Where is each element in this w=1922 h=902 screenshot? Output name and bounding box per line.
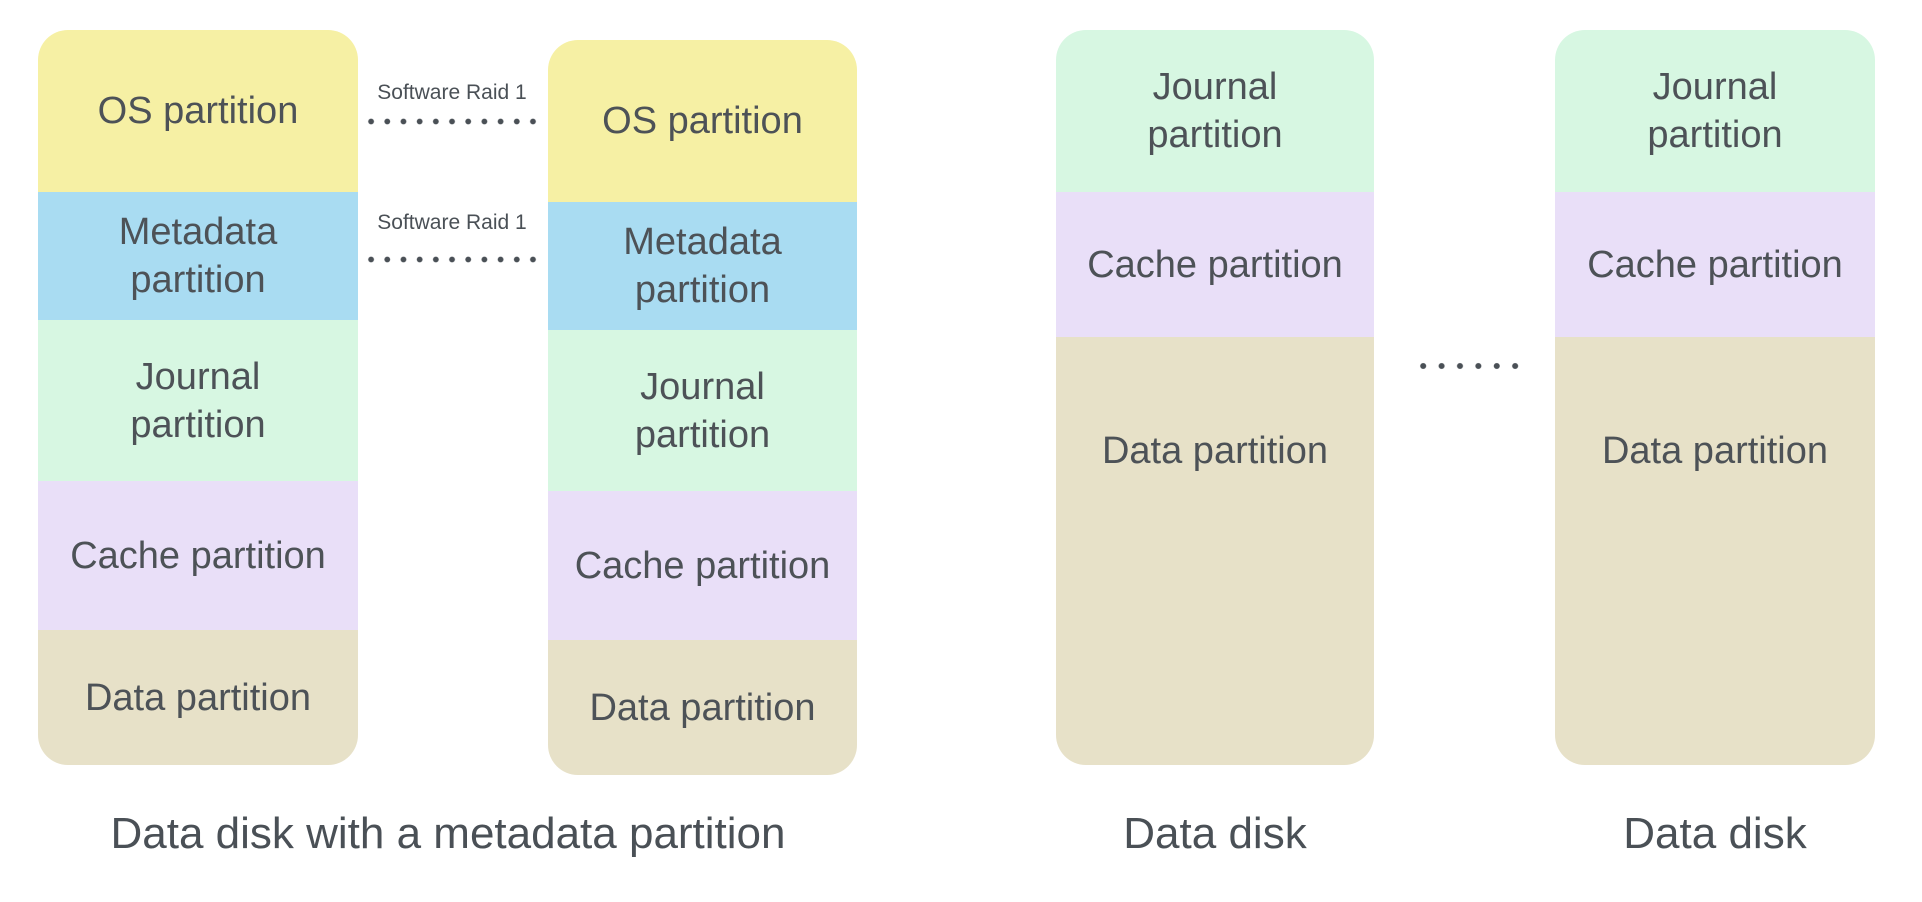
partition-data-partition: Data partition — [38, 630, 358, 765]
partition-label: Cache partition — [1087, 243, 1343, 286]
raid-link-metadata: Software Raid 1 — [363, 210, 541, 263]
partition-label: Data partition — [1601, 430, 1828, 472]
raid-link-label: Software Raid 1 — [377, 211, 527, 234]
partition-os-partition: OS partition — [38, 30, 358, 192]
disk-caption: Data disk with a metadata partition — [110, 809, 786, 858]
partition-data-partition: Data partition — [548, 640, 857, 775]
raid-dotted-line — [363, 118, 541, 125]
ellipsis-dots — [1414, 360, 1525, 372]
partition-label: Data partition — [1101, 430, 1328, 472]
partition-data-partition: Data partition — [1056, 337, 1374, 765]
partition-label: Cache partition — [1587, 243, 1843, 286]
partition-cache-partition: Cache partition — [1056, 192, 1374, 337]
partition-label: Data partition — [84, 676, 311, 719]
disk-caption: Data disk — [1123, 809, 1307, 858]
partition-label: OS partition — [97, 90, 299, 132]
partition-label: OS partition — [602, 100, 803, 142]
partition-label: Cache partition — [70, 534, 326, 577]
partition-os-partition: OS partition — [548, 40, 857, 202]
partition-data-partition: Data partition — [1555, 337, 1875, 765]
partition-label: Data partition — [589, 686, 816, 729]
partition-label: Cache partition — [574, 544, 831, 587]
raid-dotted-line — [363, 256, 541, 263]
partition-cache-partition: Cache partition — [38, 481, 358, 630]
partition-cache-partition: Cache partition — [1555, 192, 1875, 337]
partition-cache-partition: Cache partition — [548, 491, 857, 640]
raid-link-label: Software Raid 1 — [377, 81, 527, 104]
disk-caption: Data disk — [1623, 809, 1807, 858]
raid-link-os: Software Raid 1 — [363, 80, 541, 125]
